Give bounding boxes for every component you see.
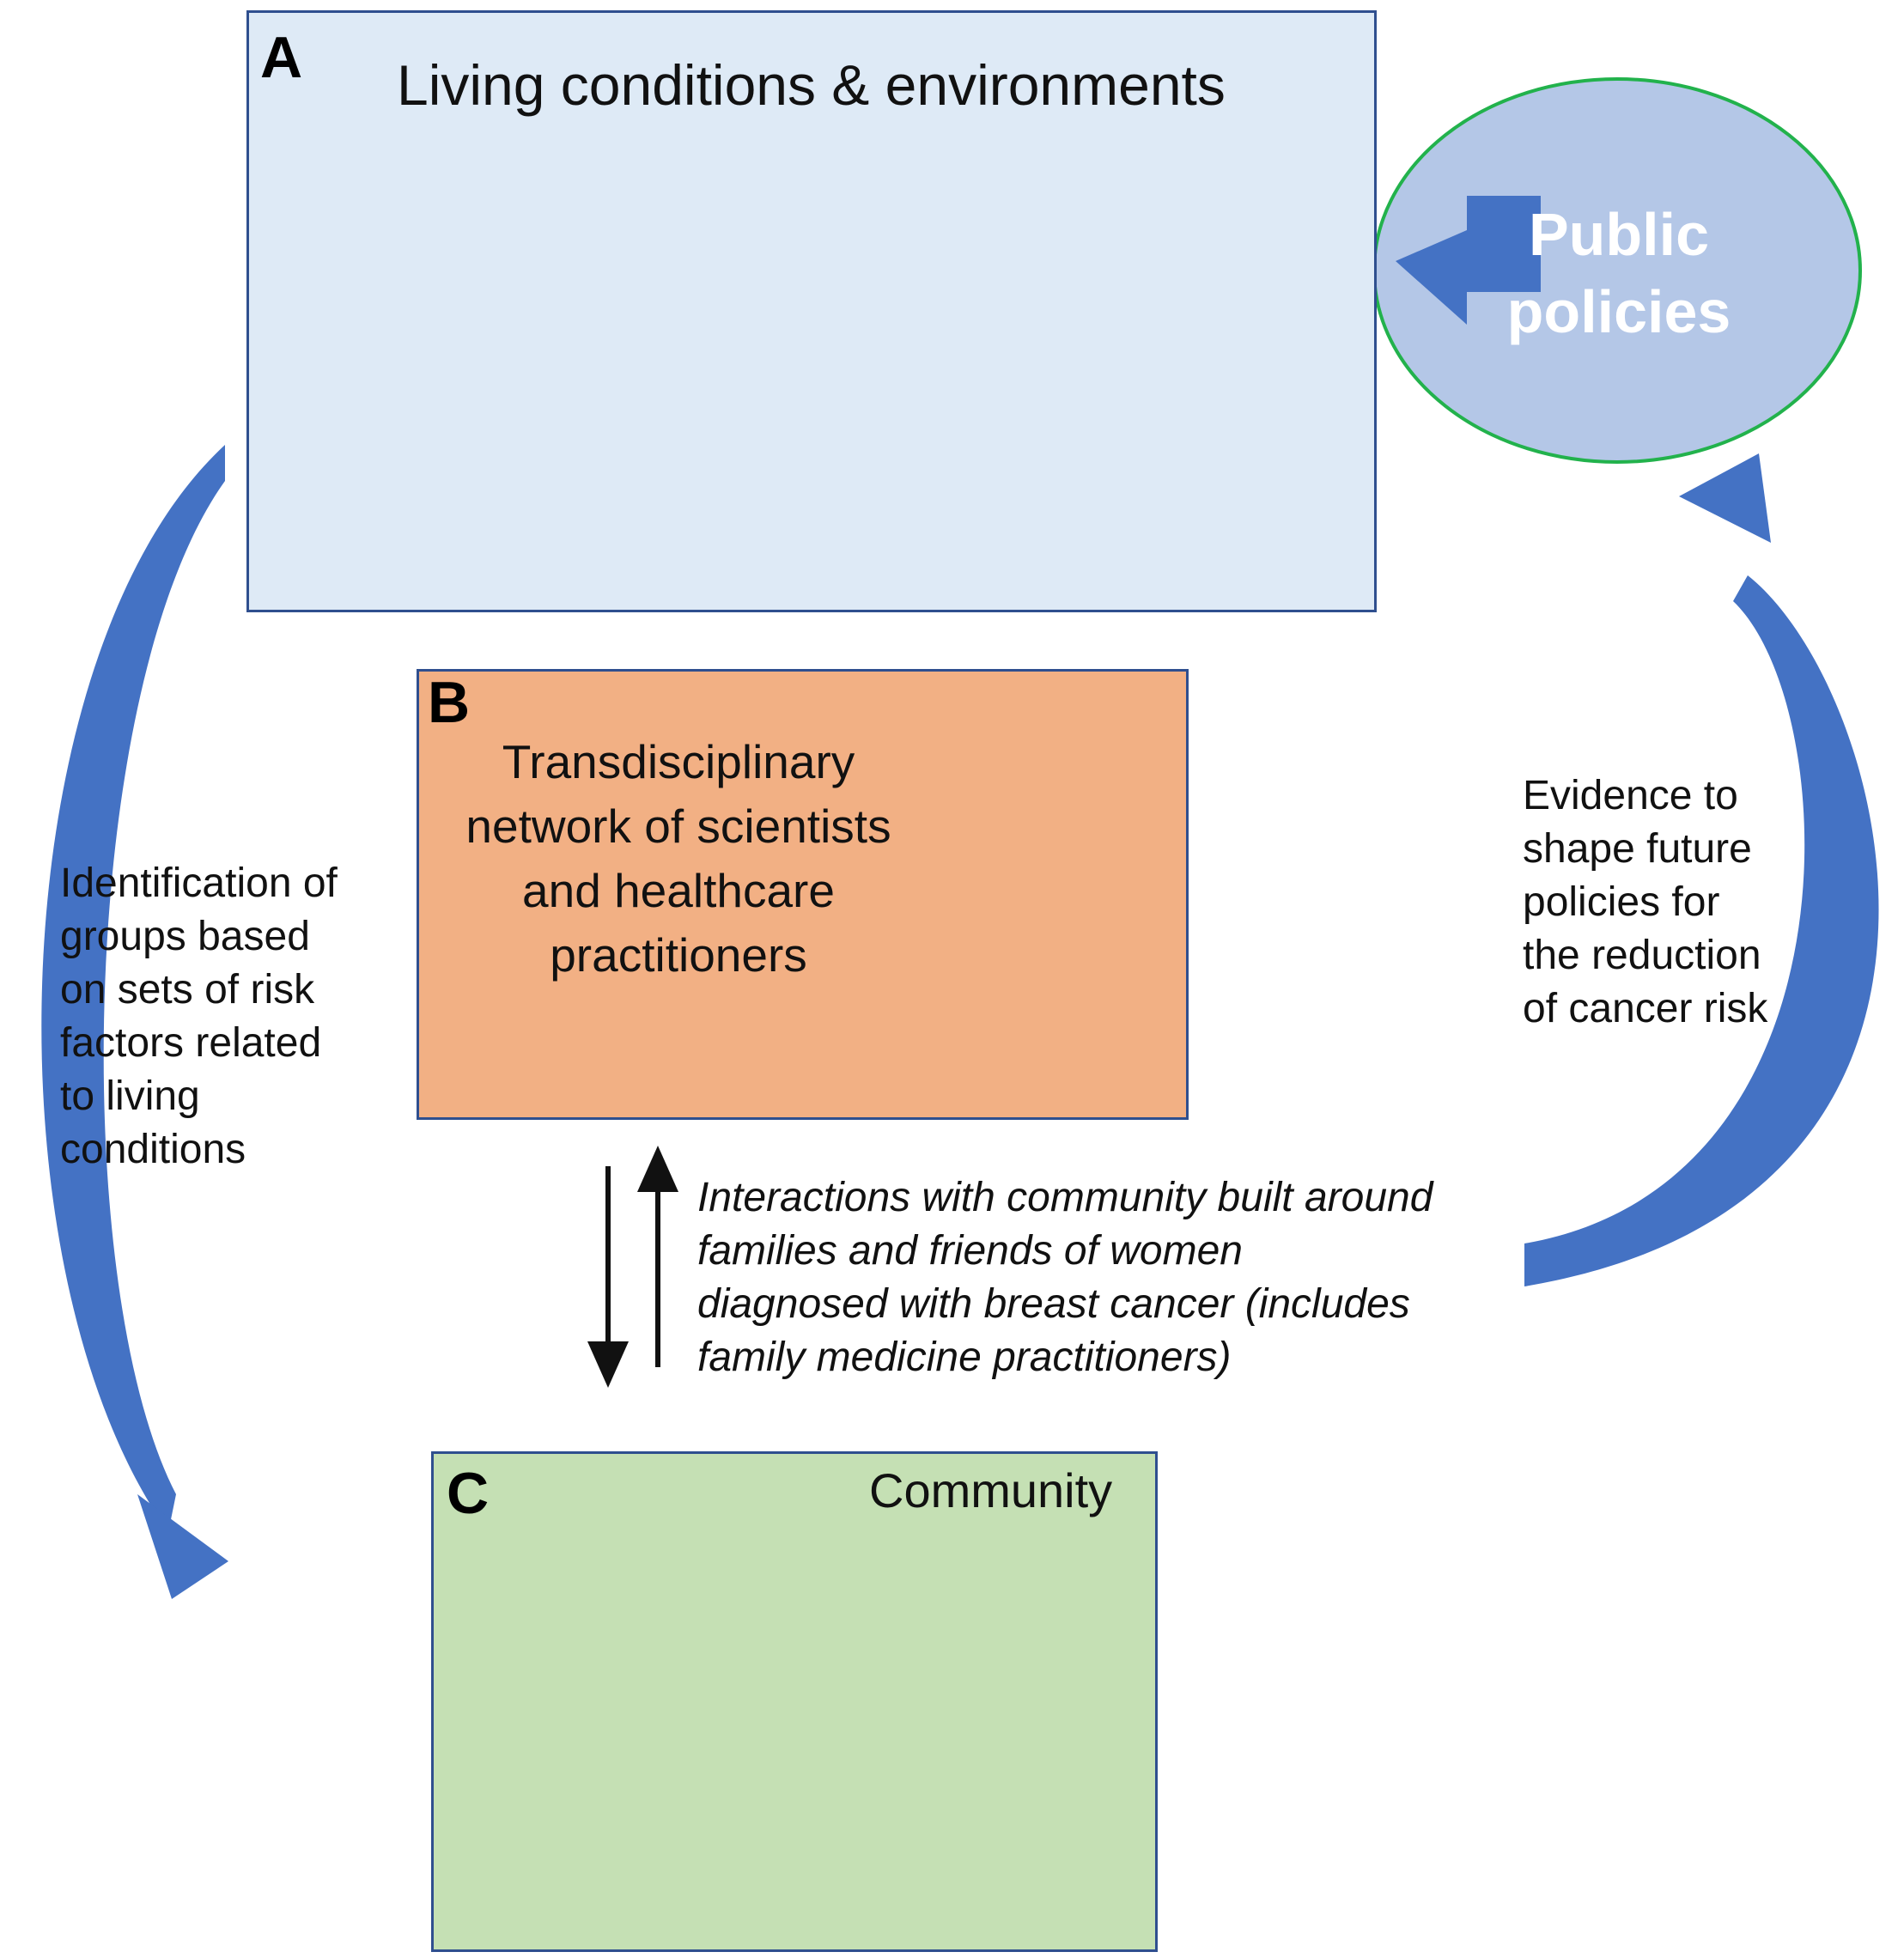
left-caption-line: conditions <box>60 1127 246 1172</box>
right-caption-line: of cancer risk <box>1523 986 1768 1031</box>
panel-transdisciplinary-network <box>417 669 1189 1120</box>
right-caption-line: Evidence to <box>1523 773 1738 818</box>
interaction-caption-line: diagnosed with breast cancer (includes <box>697 1281 1410 1327</box>
panel-b-line: Transdisciplinary <box>502 735 855 788</box>
panel-b-line: network of scientists <box>465 800 891 853</box>
left-caption-line: groups based <box>60 914 310 959</box>
right-caption-line: shape future <box>1523 826 1752 872</box>
panel-b-text: Transdisciplinary network of scientists … <box>429 730 928 988</box>
left-caption-line: Identification of <box>60 860 338 906</box>
interaction-caption: Interactions with community built around… <box>697 1171 1433 1384</box>
panel-b-line: practitioners <box>550 928 807 982</box>
panel-c-title: Community <box>869 1463 1113 1517</box>
panel-community <box>431 1451 1158 1952</box>
left-caption-line: on sets of risk <box>60 967 315 1012</box>
public-policies-line: Public <box>1528 201 1710 268</box>
panel-c-letter: C <box>447 1461 490 1526</box>
interaction-caption-line: family medicine practitioners) <box>697 1335 1232 1380</box>
right-caption: Evidence to shape future policies for th… <box>1523 769 1767 1036</box>
left-caption-line: to living <box>60 1073 200 1119</box>
panel-a-title: Living conditions & environments <box>397 53 1226 117</box>
interaction-caption-line: Interactions with community built around <box>697 1175 1433 1220</box>
panel-b-letter: B <box>428 670 471 735</box>
interaction-caption-line: families and friends of women <box>697 1228 1243 1274</box>
public-policies-label: Public policies <box>1469 196 1769 350</box>
right-curved-arrow <box>1524 453 1879 1286</box>
right-caption-line: policies for <box>1523 879 1720 925</box>
public-policies-line: policies <box>1506 278 1731 345</box>
panel-b-line: and healthcare <box>522 864 835 917</box>
left-caption-line: factors related <box>60 1020 322 1066</box>
right-caption-line: the reduction <box>1523 933 1761 978</box>
left-curved-arrow <box>41 445 228 1599</box>
left-caption: Identification of groups based on sets o… <box>60 857 338 1177</box>
panel-a-letter: A <box>260 25 303 90</box>
policies-to-a-arrow <box>1396 196 1541 325</box>
panel-living-conditions <box>246 10 1377 612</box>
